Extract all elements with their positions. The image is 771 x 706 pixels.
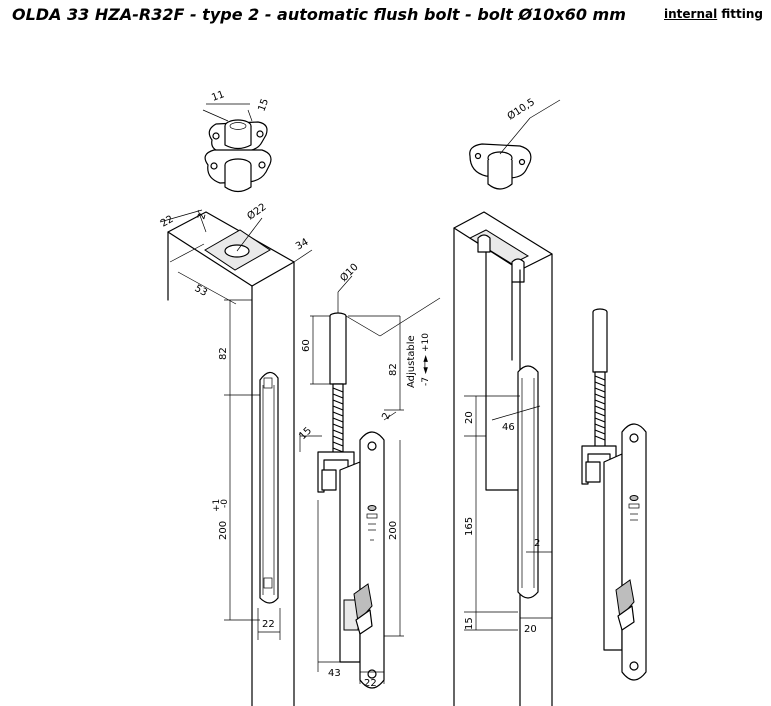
dim-door-20-bottom: 20 xyxy=(524,624,537,635)
dim-frame-34: 34 xyxy=(294,237,311,253)
dim-door-15: 15 xyxy=(464,617,475,630)
flush-bolt-assembly: Ø10 60 82 Adjustable -7 ◄─► +10 2 15 200… xyxy=(297,261,441,689)
dim-frame-200: 200 xyxy=(218,521,229,540)
dim-frame-82: 82 xyxy=(218,347,229,360)
dim-bolt-43: 43 xyxy=(328,668,341,679)
flush-bolt-side-view xyxy=(581,308,647,681)
dim-bolt-60: 60 xyxy=(301,339,312,352)
frame-profile: 22 2 Ø22 34 53 82 200 +1 -0 22 xyxy=(159,201,313,706)
adjustable-range: -7 ◄─► +10 xyxy=(421,333,431,386)
dim-11: 11 xyxy=(210,89,226,104)
top-fitting-exploded: 11 15 xyxy=(202,89,272,193)
dim-bolt-2: 2 xyxy=(380,411,393,421)
bolt-thread-right xyxy=(594,375,606,441)
dim-door-165: 165 xyxy=(464,517,475,536)
bolt-thread xyxy=(332,387,344,453)
dim-frame-22-bottom: 22 xyxy=(262,619,275,630)
dim-dia-10-5: Ø10,5 xyxy=(505,96,537,122)
dim-door-20: 20 xyxy=(464,411,475,424)
page-title: OLDA 33 HZA-R32F - type 2 - automatic fl… xyxy=(12,5,626,24)
dim-frame-tol-minus: -0 xyxy=(220,499,230,508)
dim-frame-22: 22 xyxy=(159,214,176,230)
dim-bolt-dia: Ø10 xyxy=(338,261,361,284)
dim-door-46: 46 xyxy=(502,422,515,433)
fitting-type-suffix: fitting xyxy=(717,7,763,21)
dim-15: 15 xyxy=(256,97,271,113)
dim-bolt-22: 22 xyxy=(364,678,377,689)
dim-bolt-200: 200 xyxy=(388,521,399,540)
fitting-type-label: internal fitting xyxy=(664,7,763,21)
dim-bolt-82: 82 xyxy=(388,363,399,376)
dim-door-2: 2 xyxy=(534,538,540,549)
dim-frame-tol-plus: +1 xyxy=(212,499,222,512)
strike-plate: Ø10,5 xyxy=(469,96,561,190)
dim-frame-53: 53 xyxy=(193,283,210,299)
fitting-type-link[interactable]: internal xyxy=(664,7,718,21)
door-leaf: 20 46 165 2 15 20 xyxy=(453,211,553,706)
dim-frame-dia22: Ø22 xyxy=(245,201,269,223)
adjustable-label: Adjustable xyxy=(406,335,417,388)
dim-frame-2: 2 xyxy=(196,212,208,221)
